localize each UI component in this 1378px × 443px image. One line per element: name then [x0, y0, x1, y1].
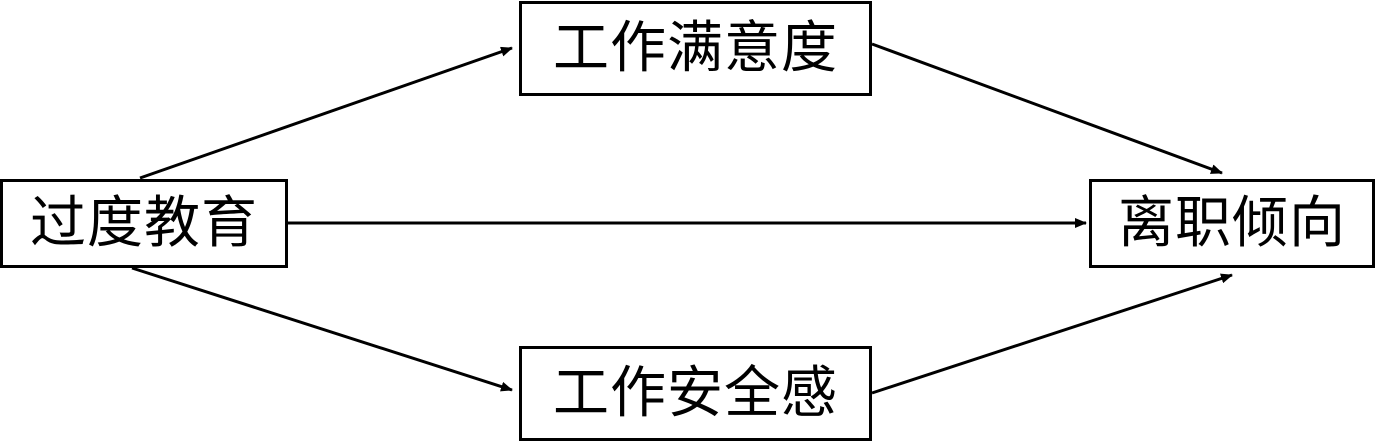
- arrow-job-security-to-turnover-intention: [871, 273, 1233, 395]
- node-job-satisfaction: 工作满意度: [519, 1, 872, 96]
- node-job-security-label: 工作安全感: [553, 360, 838, 426]
- node-job-satisfaction-label: 工作满意度: [553, 15, 838, 81]
- node-turnover-intention: 离职倾向: [1089, 179, 1375, 268]
- arrow-job-satisfaction-to-turnover-intention: [871, 42, 1223, 175]
- node-turnover-intention-label: 离职倾向: [1118, 190, 1346, 256]
- node-overeducation-label: 过度教育: [30, 190, 258, 256]
- node-job-security: 工作安全感: [519, 346, 872, 441]
- node-overeducation: 过度教育: [0, 179, 288, 268]
- arrow-overeducation-to-job-security: [131, 266, 513, 392]
- arrow-overeducation-to-job-satisfaction: [139, 46, 513, 180]
